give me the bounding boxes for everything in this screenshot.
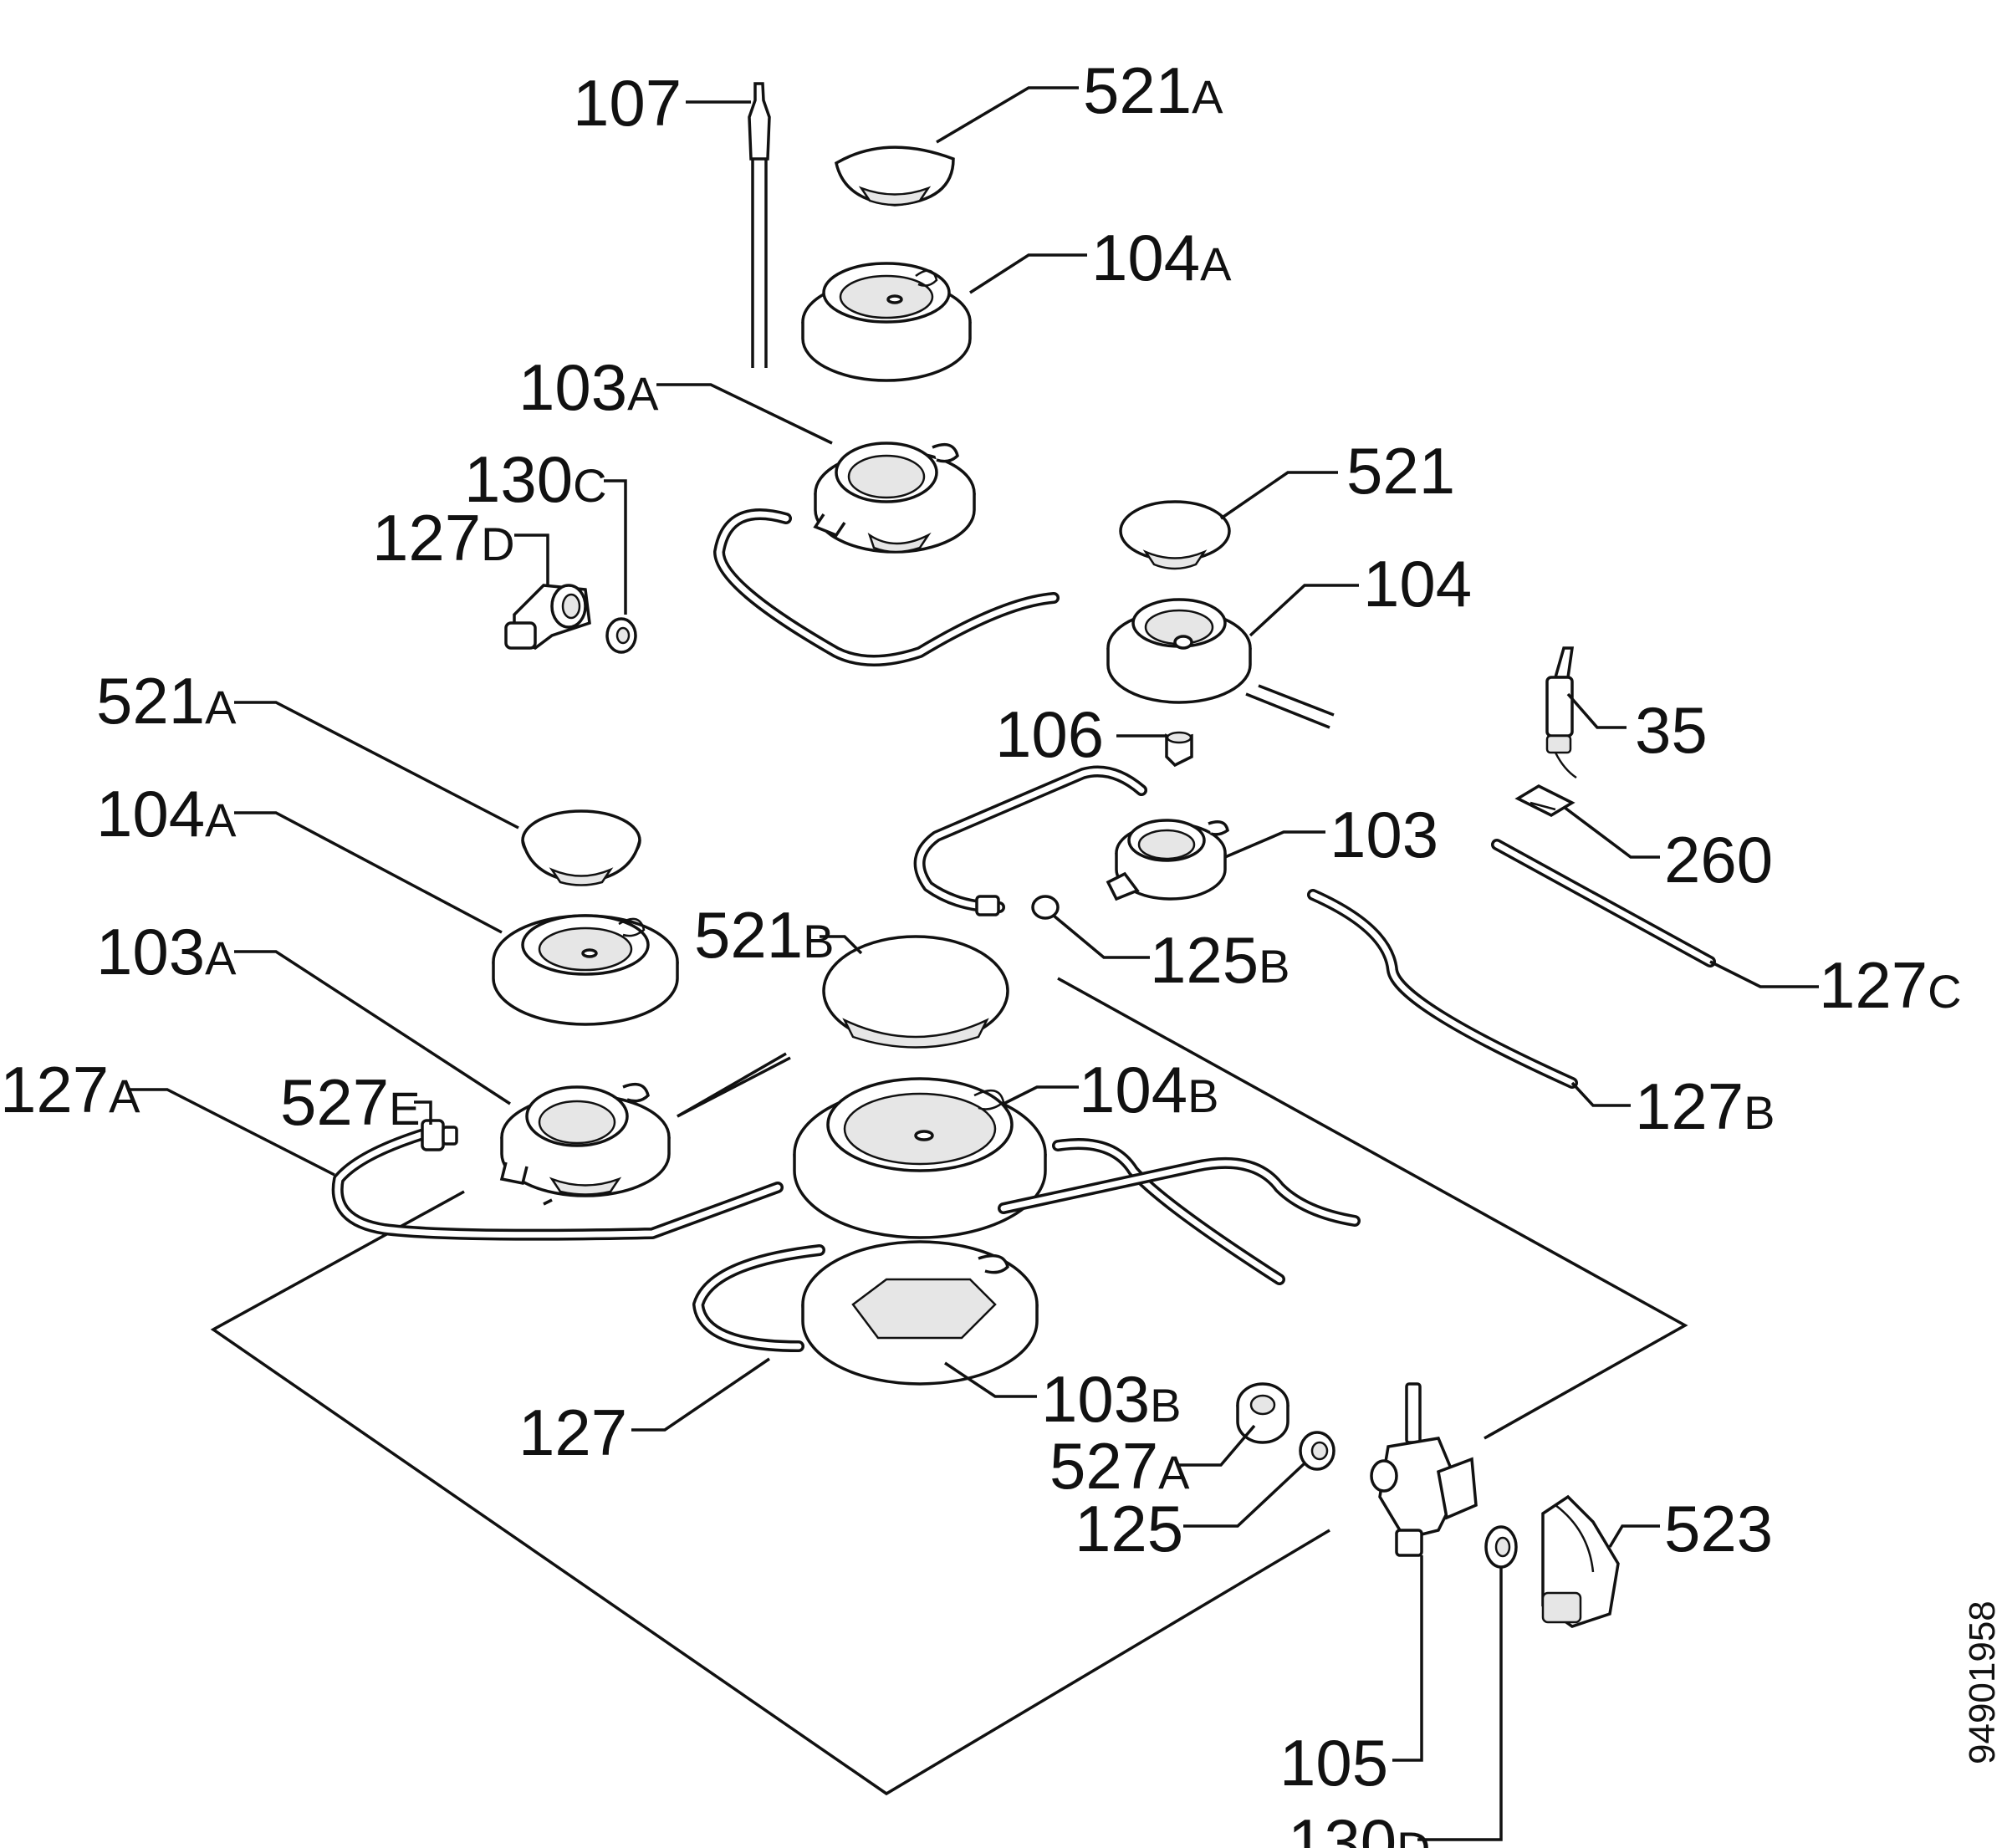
label-521: 521 <box>1346 434 1455 508</box>
label-103a-left: 103A <box>96 915 237 988</box>
burner-crown-104a-top <box>801 262 972 382</box>
clip-260 <box>1514 784 1575 817</box>
label-107: 107 <box>573 66 682 140</box>
burner-cap-521 <box>1119 500 1231 570</box>
label-127c: 127C <box>1819 948 1962 1022</box>
pipe-127a <box>331 1127 784 1241</box>
injector-106 <box>1165 731 1193 768</box>
pipe-127c <box>1491 839 1716 967</box>
seal-125b <box>1031 895 1060 920</box>
label-105: 105 <box>1279 1726 1388 1800</box>
burner-body-103a-top <box>813 442 976 554</box>
nut-527a <box>1236 1382 1289 1444</box>
label-127a: 127A <box>0 1053 140 1126</box>
elbow-fitting-127d <box>504 584 591 650</box>
burner-body-103 <box>1106 819 1229 901</box>
pipe-127 <box>692 1244 825 1352</box>
gas-valve-105 <box>1370 1382 1478 1557</box>
gas-pipe-right <box>913 765 1147 916</box>
clamp-527e <box>421 1119 458 1151</box>
label-104b: 104B <box>1079 1053 1219 1126</box>
label-103b: 103B <box>1041 1362 1182 1436</box>
label-35: 35 <box>1635 693 1708 767</box>
burner-body-103b <box>801 1240 1039 1386</box>
label-527a: 527A <box>1049 1429 1190 1503</box>
label-103: 103 <box>1330 798 1438 871</box>
document-id: 94901958 <box>1962 1600 2003 1764</box>
label-103a-top: 103A <box>518 350 659 424</box>
burner-crown-104 <box>1106 598 1252 704</box>
burner-cap-521a-left <box>521 809 641 886</box>
label-127b: 127B <box>1635 1069 1775 1143</box>
label-260: 260 <box>1664 823 1773 896</box>
label-521b: 521B <box>694 898 835 972</box>
label-523: 523 <box>1664 1492 1773 1565</box>
label-127d: 127D <box>372 501 515 574</box>
burner-cap-521a-top <box>835 145 955 207</box>
part-labels: 107 521A 104A 103A 130C 127D 521 104 106… <box>0 54 1962 1848</box>
burner-cap-521b <box>822 935 1009 1049</box>
label-104a-top: 104A <box>1091 221 1232 294</box>
ignition-electrode-35 <box>1545 646 1577 779</box>
knob-523 <box>1541 1494 1620 1628</box>
pipe-stub-right-top <box>1245 684 1335 729</box>
label-130d: 130D <box>1288 1805 1431 1848</box>
pipe-127b <box>1307 889 1578 1089</box>
label-106: 106 <box>995 697 1104 771</box>
pipe-stubs-left <box>543 1056 791 1206</box>
label-127: 127 <box>518 1396 627 1469</box>
burner-crown-104a-left <box>492 914 679 1026</box>
seal-130c <box>605 617 637 654</box>
gas-pipe-top <box>713 508 1060 666</box>
label-125: 125 <box>1075 1492 1183 1565</box>
label-130c: 130C <box>464 442 607 516</box>
label-521a-top: 521A <box>1083 54 1223 127</box>
burner-crown-104b <box>793 1077 1047 1239</box>
leader-lines <box>130 86 1819 1841</box>
seal-130d <box>1484 1525 1518 1569</box>
gas-pipe-centre <box>998 1138 1361 1285</box>
thermocouple-107 <box>748 82 771 368</box>
label-125b: 125B <box>1150 923 1290 997</box>
label-104: 104 <box>1363 547 1472 620</box>
seal-125 <box>1299 1431 1335 1471</box>
label-104a-left: 104A <box>96 777 237 850</box>
label-527e: 527E <box>280 1065 421 1139</box>
label-521a-left: 521A <box>96 664 237 738</box>
burner-body-103a-left <box>499 1082 671 1197</box>
